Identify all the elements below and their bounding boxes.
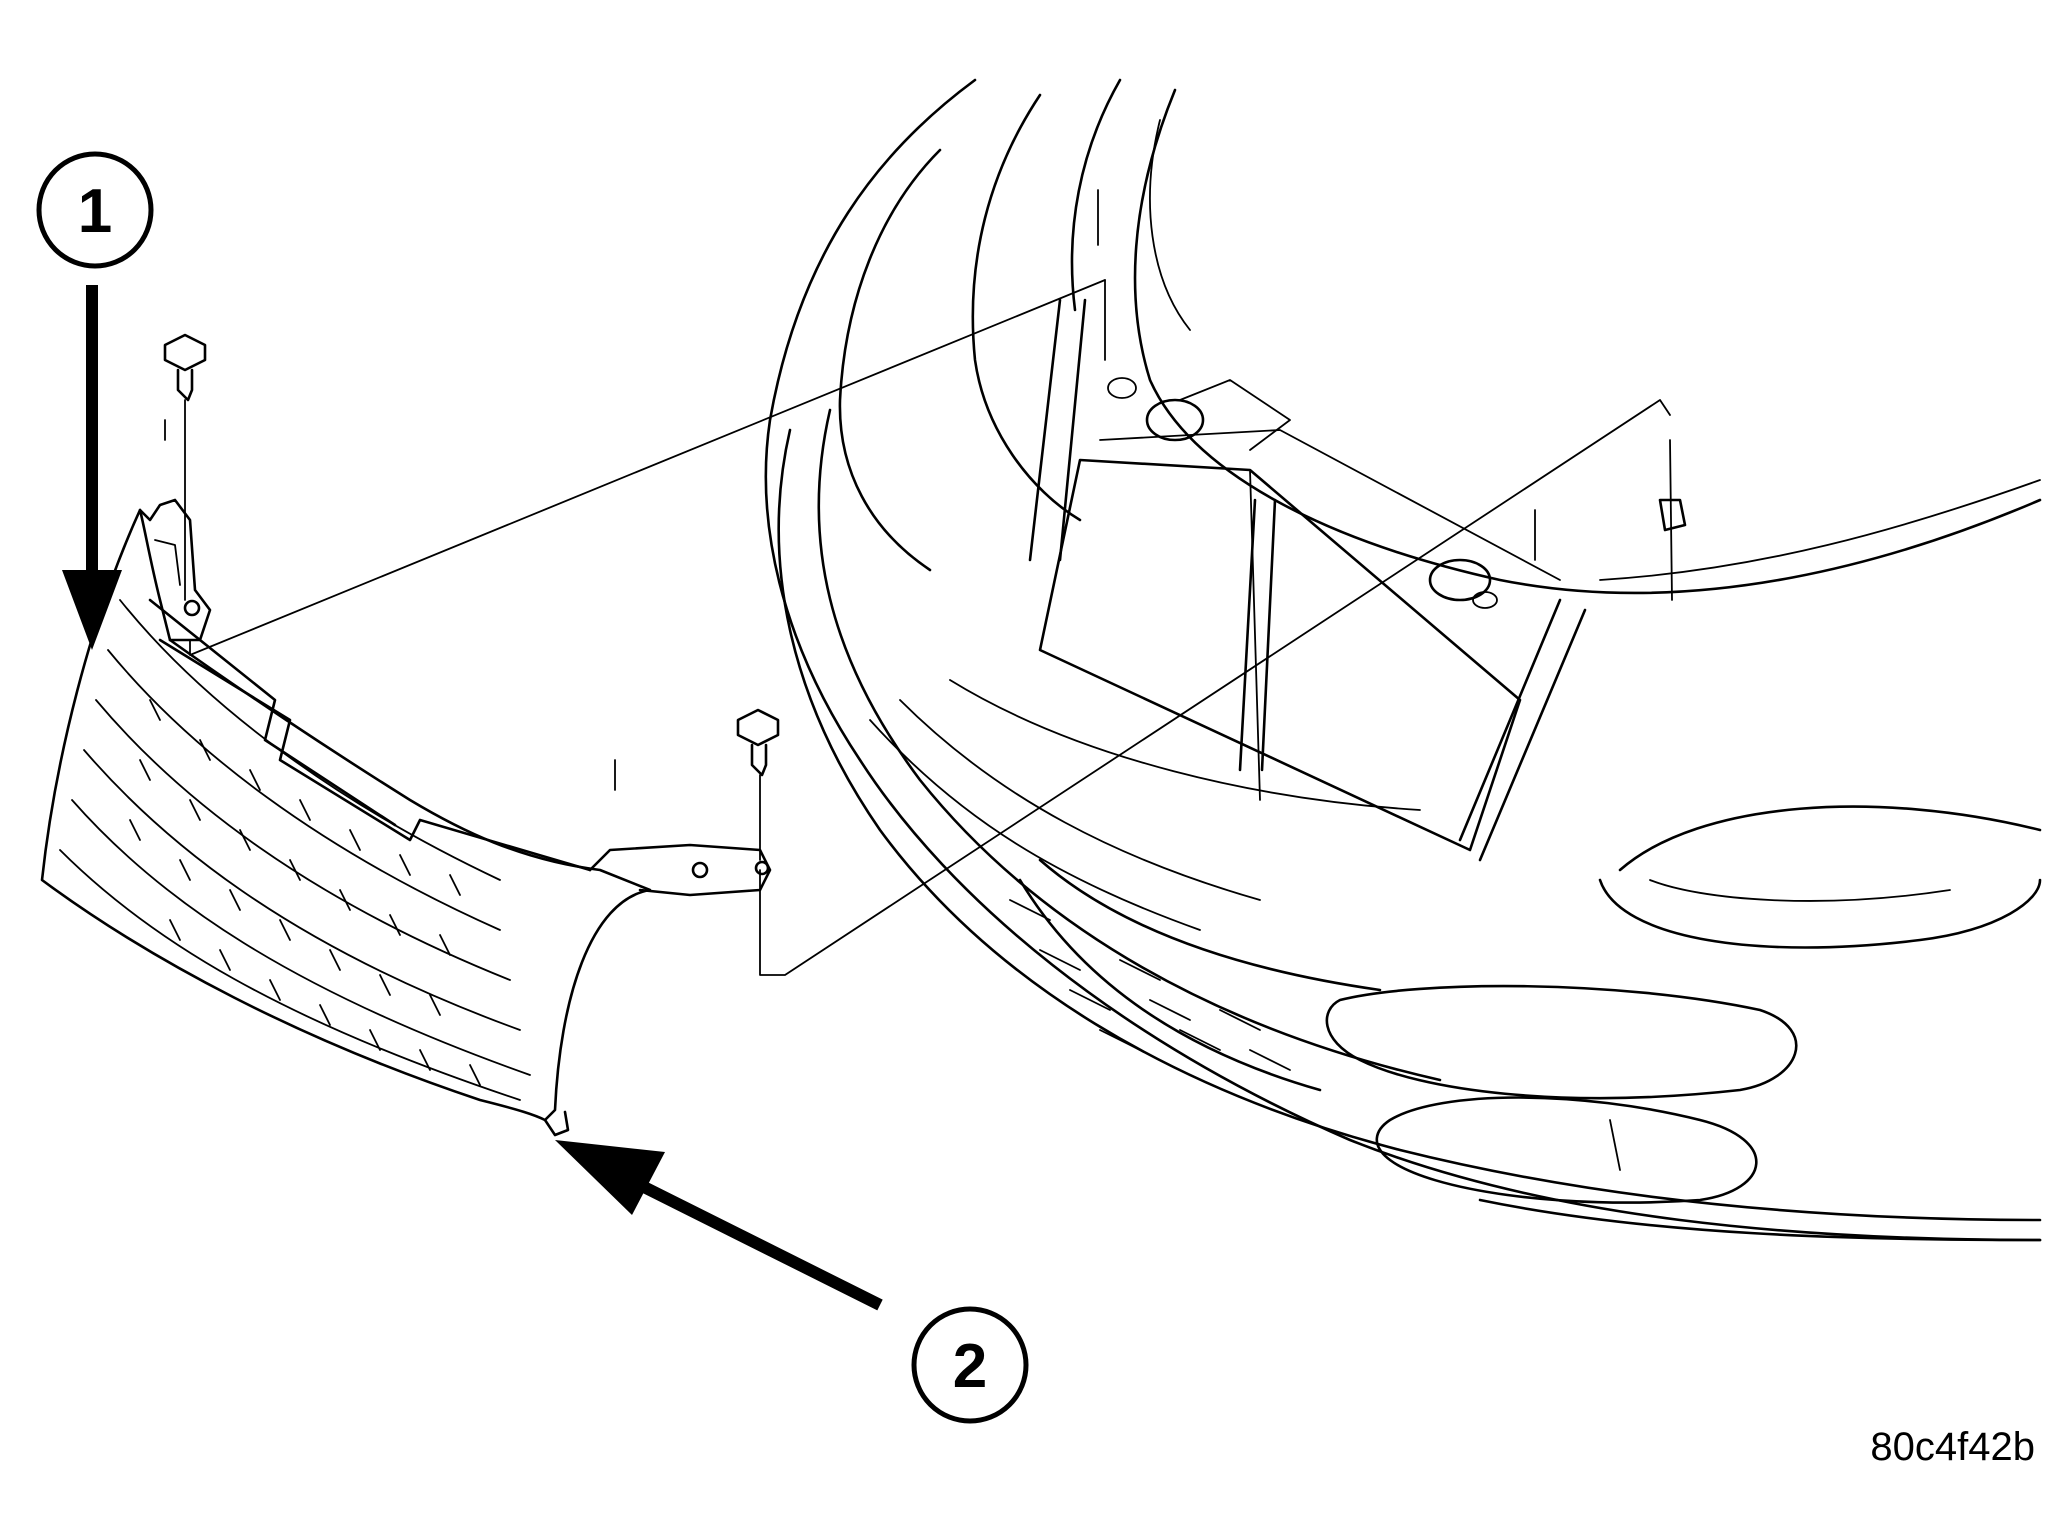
callout-marker-2: 2 xyxy=(911,1306,1029,1424)
vehicle-front-end xyxy=(764,78,2042,1242)
callout-marker-1: 1 xyxy=(36,151,154,269)
figure-id: 80c4f42b xyxy=(1870,1425,2035,1469)
callout-arrow-1 xyxy=(62,285,122,650)
callout-arrow-2 xyxy=(555,1140,883,1311)
callout-label-2: 2 xyxy=(953,1332,987,1401)
grille-fascia-assembly xyxy=(40,498,772,1137)
callout-label-1: 1 xyxy=(78,177,112,246)
alignment-lines xyxy=(189,189,1687,976)
fastener-left xyxy=(163,333,207,601)
fastener-right xyxy=(614,708,780,861)
